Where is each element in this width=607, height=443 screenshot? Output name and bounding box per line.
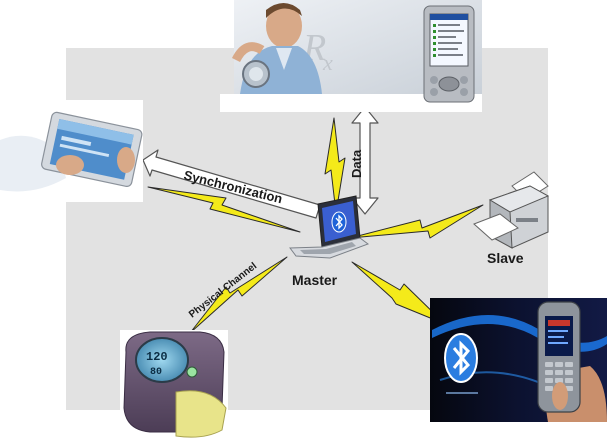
bluetooth-icon: [332, 212, 346, 232]
doctor-photo: R x: [220, 0, 482, 112]
tablet-photo: [0, 100, 143, 202]
svg-text:80: 80: [150, 367, 162, 378]
slave-label: Slave: [487, 250, 524, 266]
svg-text:x: x: [322, 50, 333, 75]
svg-text:120: 120: [146, 350, 168, 364]
bp-cuff-device: 120 80: [120, 330, 228, 442]
phone-photo: [430, 298, 607, 422]
bluetooth-icon: [445, 334, 477, 382]
master-label: Master: [292, 272, 338, 288]
data-label: Data: [349, 149, 364, 178]
